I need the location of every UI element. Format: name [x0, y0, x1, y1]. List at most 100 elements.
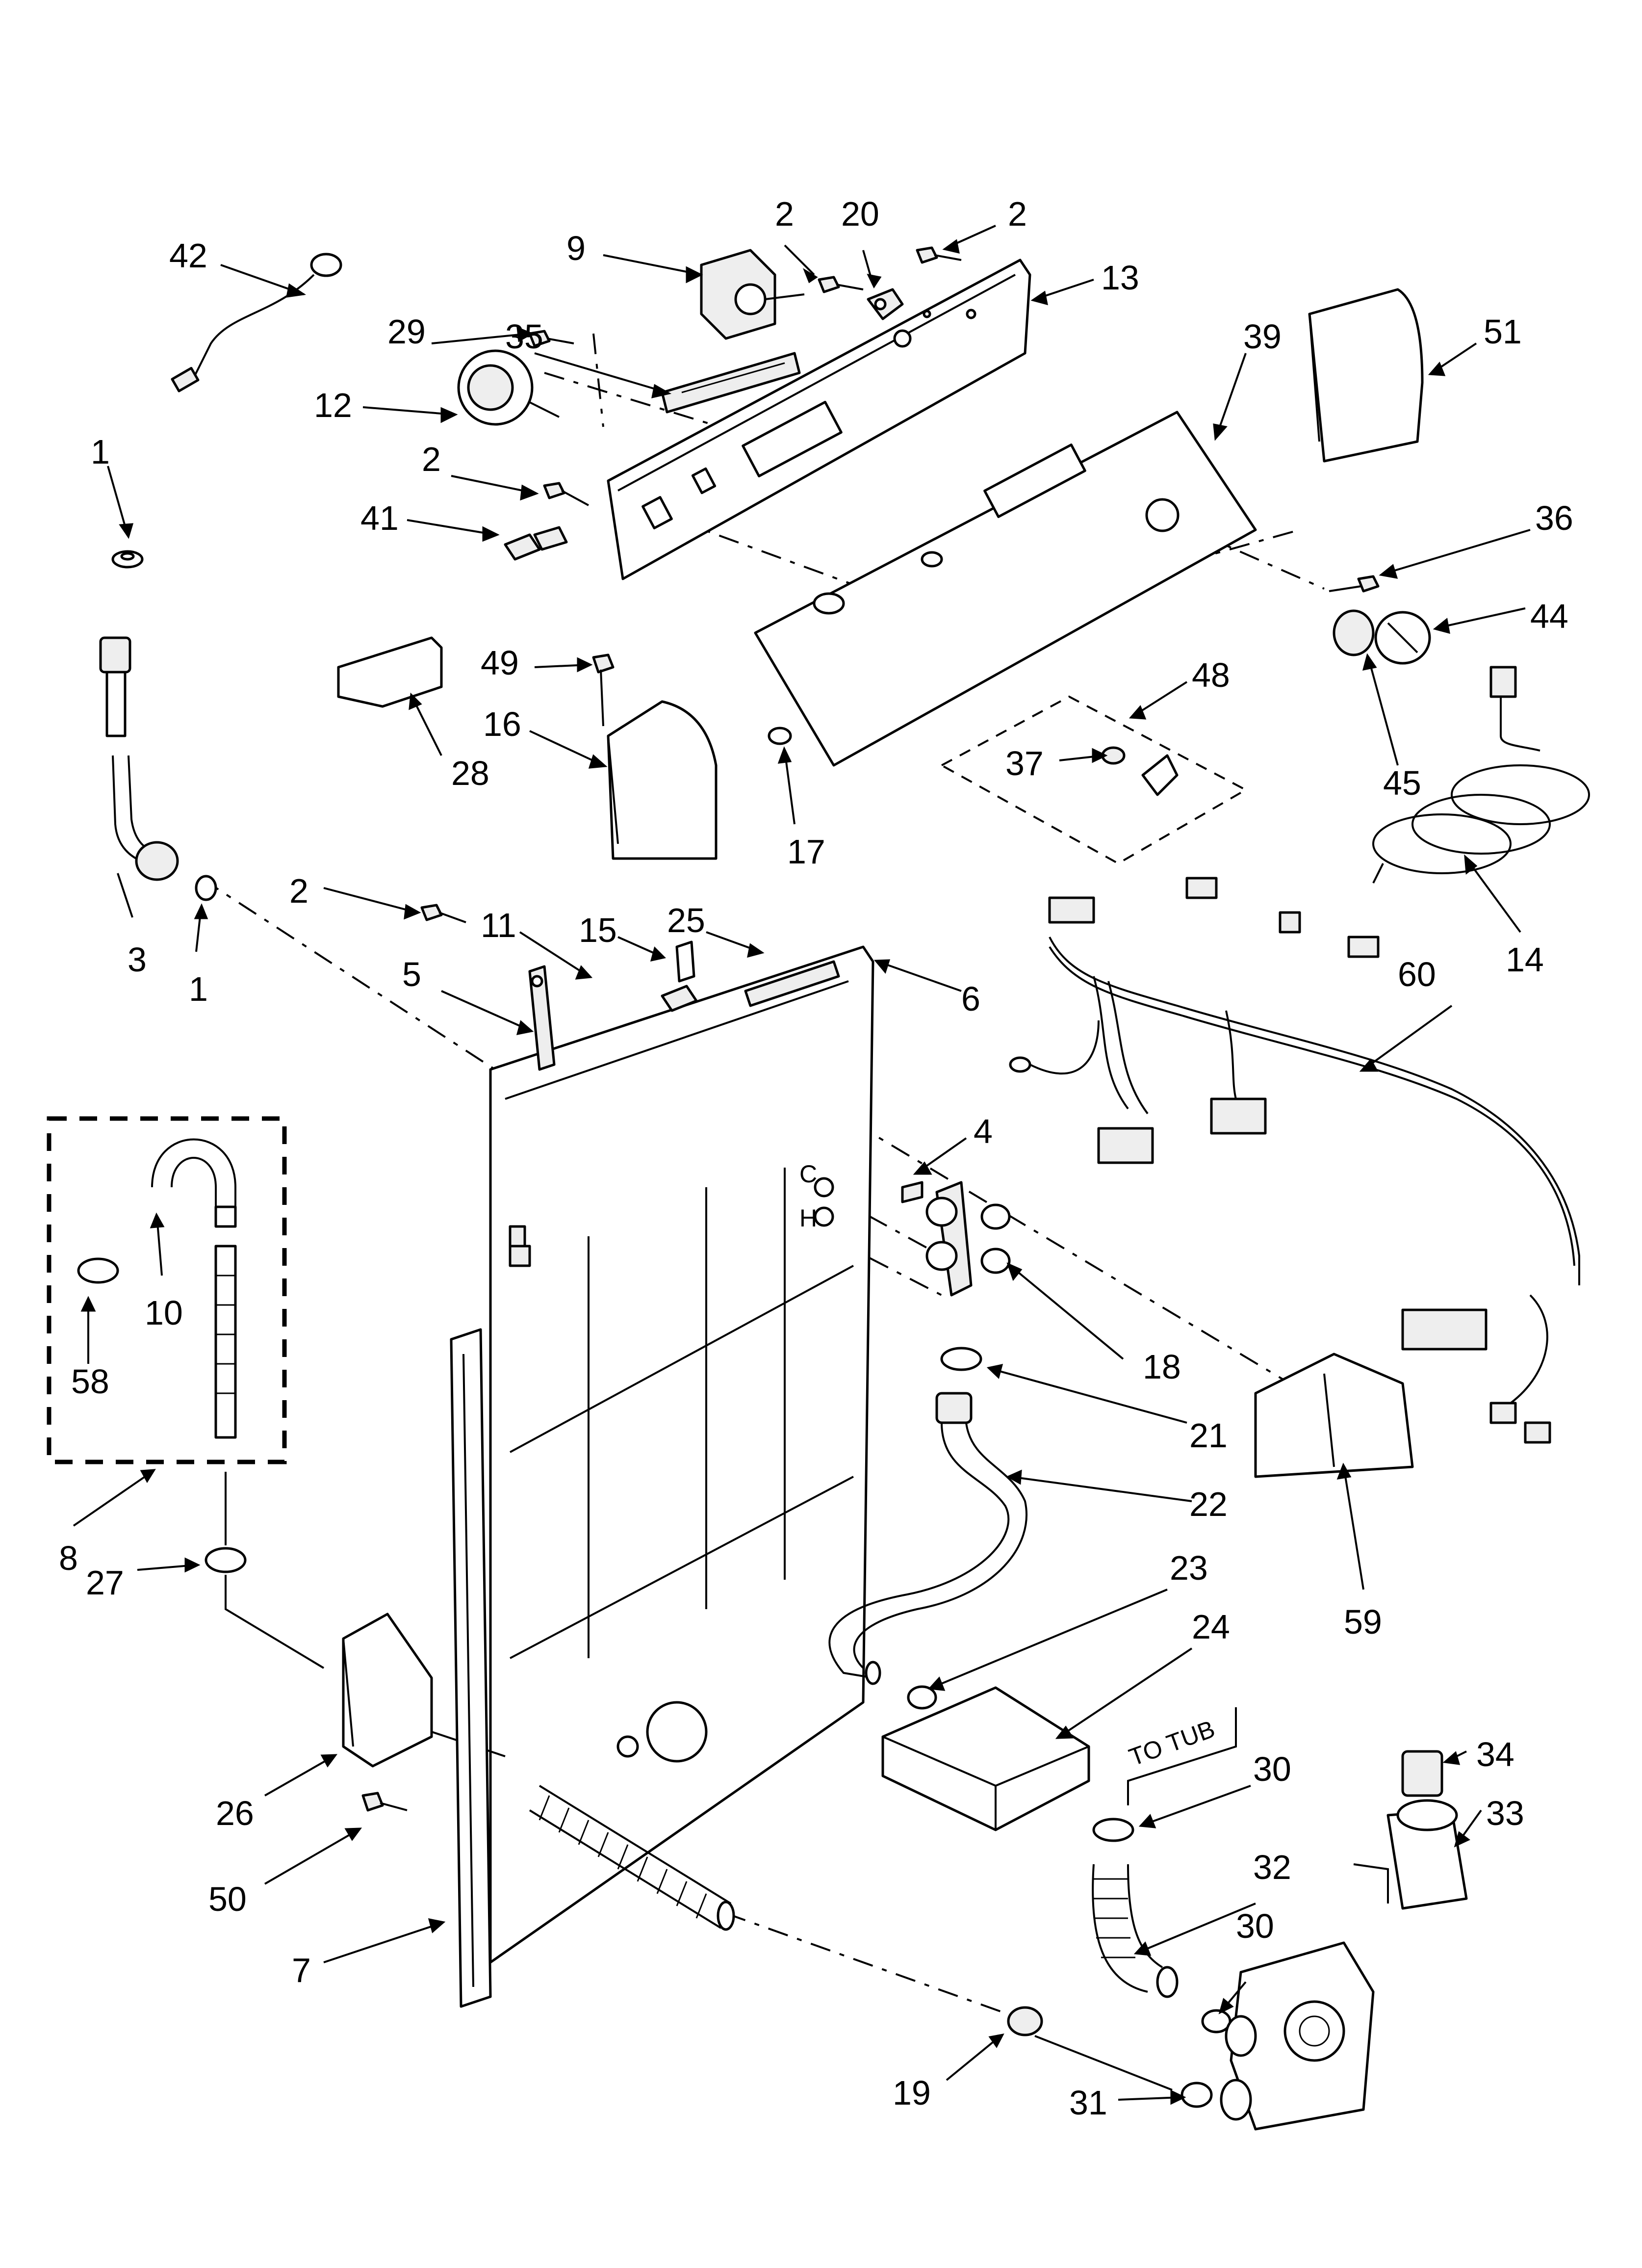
water-valve-18	[901, 1181, 1011, 1297]
shield-59	[1254, 1353, 1414, 1478]
drain-hose	[529, 1785, 735, 1931]
callout-39: 39	[1243, 317, 1282, 356]
screw-50	[361, 1792, 408, 1812]
callout-30: 30	[1236, 1907, 1274, 1945]
callout-30: 30	[1253, 1750, 1291, 1788]
callout-17: 17	[787, 833, 825, 871]
callout-1: 1	[91, 433, 110, 471]
callout-23: 23	[1170, 1549, 1208, 1587]
kit-box-48	[939, 695, 1248, 865]
switch-part	[700, 249, 805, 340]
callout-3: 3	[128, 940, 147, 979]
callout-12: 12	[314, 386, 352, 424]
callout-58: 58	[71, 1362, 109, 1401]
console-part	[754, 411, 1257, 767]
pump-33-34	[1353, 1750, 1468, 1910]
display-board-part	[661, 352, 801, 414]
callout-13: 13	[1101, 259, 1139, 297]
callout-34: 34	[1476, 1735, 1514, 1773]
callout-2: 2	[289, 872, 308, 910]
callout-20: 20	[841, 195, 879, 233]
plug-17	[768, 727, 792, 745]
callout-2: 2	[775, 195, 794, 233]
clamp-23	[907, 1685, 937, 1710]
cold-label: C	[799, 1160, 817, 1188]
power-cord-14	[1372, 666, 1590, 884]
bracket-28	[337, 636, 443, 708]
tub-hose-32	[1092, 1707, 1237, 1998]
ground-wire-part	[171, 253, 342, 392]
callout-26: 26	[216, 1794, 254, 1832]
callout-18: 18	[1143, 1348, 1181, 1386]
callout-51: 51	[1484, 313, 1522, 351]
callout-32: 32	[1253, 1848, 1291, 1886]
callout-25: 25	[667, 901, 705, 939]
callout-31: 31	[1069, 2084, 1107, 2122]
bracket-24	[881, 1686, 1090, 1831]
clamps-30-19-31	[1007, 2006, 1232, 2108]
callout-7: 7	[292, 1951, 311, 1989]
callout-labels: 42 9 2 20 2 13 39 51 29 35 12 1 2 41 36 …	[59, 195, 1573, 2122]
callout-44: 44	[1530, 597, 1568, 635]
leader-lines	[73, 225, 1531, 2105]
rear-panel-6	[489, 945, 874, 1964]
callout-48: 48	[1192, 656, 1230, 694]
callout-6: 6	[961, 980, 980, 1018]
screw-49	[592, 653, 615, 727]
timer-part	[457, 349, 560, 426]
callout-14: 14	[1506, 940, 1544, 979]
pump-housing	[1220, 1941, 1375, 2131]
callout-24: 24	[1192, 1608, 1230, 1646]
hose-21-22	[828, 1347, 1028, 1685]
callout-15: 15	[579, 911, 617, 949]
callout-19: 19	[893, 2074, 931, 2112]
callout-4: 4	[974, 1112, 993, 1150]
wire-harness-60	[1009, 877, 1580, 1444]
callout-59: 59	[1344, 1603, 1382, 1641]
callout-2: 2	[422, 440, 441, 478]
callout-33: 33	[1486, 1794, 1524, 1832]
callout-28: 28	[451, 754, 489, 792]
knob-parts	[1333, 609, 1431, 665]
cover-26	[342, 1613, 506, 1768]
hot-label: H	[799, 1204, 817, 1232]
callout-50: 50	[208, 1880, 247, 1918]
callout-5: 5	[402, 955, 421, 993]
callout-27: 27	[86, 1564, 124, 1602]
callout-16: 16	[483, 705, 521, 743]
control-panel-part	[607, 259, 1031, 580]
callout-36: 36	[1535, 499, 1573, 537]
fill-hose-part	[99, 636, 217, 901]
nut-part	[111, 550, 144, 569]
callout-8: 8	[59, 1539, 78, 1577]
callout-49: 49	[481, 644, 519, 682]
callout-2: 2	[1008, 195, 1027, 233]
callout-11: 11	[481, 906, 516, 944]
callout-60: 60	[1398, 955, 1436, 993]
screw-29	[528, 330, 574, 347]
callout-42: 42	[169, 236, 207, 275]
side-rail-7	[450, 1328, 492, 2008]
callout-35: 35	[505, 317, 543, 356]
screws-2	[420, 246, 962, 923]
callout-1: 1	[189, 970, 208, 1008]
to-tub-label: TO TUB	[1126, 1715, 1219, 1772]
end-cap-16	[607, 700, 718, 860]
screw-36	[1329, 575, 1380, 593]
callout-41: 41	[360, 499, 399, 537]
kit-box-8	[47, 1116, 287, 1464]
link-5	[528, 965, 556, 1071]
callout-9: 9	[566, 229, 586, 267]
clip-41	[504, 526, 568, 561]
callout-21: 21	[1189, 1416, 1228, 1455]
callout-37: 37	[1005, 744, 1044, 782]
callout-10: 10	[145, 1294, 183, 1332]
end-cap-51	[1308, 288, 1424, 463]
strip-25	[744, 960, 840, 1007]
callout-22: 22	[1189, 1485, 1228, 1523]
callout-45: 45	[1383, 764, 1421, 802]
callout-29: 29	[387, 313, 426, 351]
clip-15	[661, 940, 698, 1012]
clamp-27	[205, 1472, 325, 1669]
